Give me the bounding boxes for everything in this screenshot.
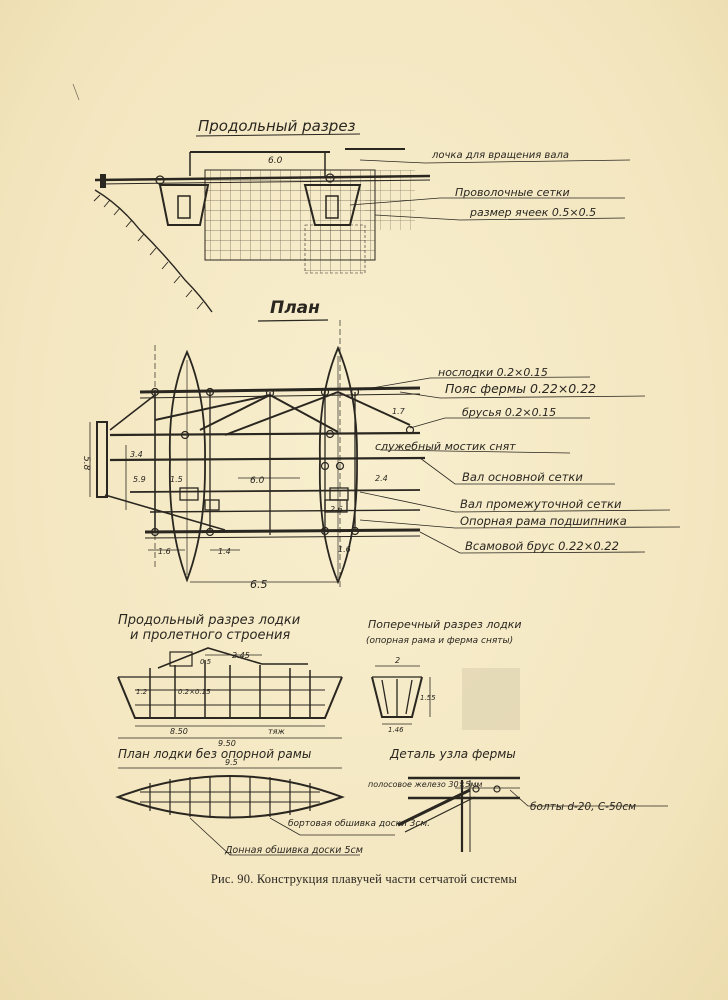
- label-main-net-shaft: Вал основной сетки: [462, 470, 583, 484]
- dim-1-7: 1.7: [392, 407, 406, 416]
- dim-1-2: 1.2: [136, 688, 148, 696]
- wire-mesh-net-lower: [304, 224, 366, 274]
- boat-plan-left: [168, 349, 206, 583]
- dim-1-6b: 1.6: [338, 545, 351, 554]
- label-service-bridge: служебный мостик снят: [375, 440, 516, 453]
- label-bearing-frame: Опорная рама подшипника: [460, 514, 627, 528]
- dim-2-45: 2.45: [232, 651, 250, 660]
- label-intermediate-net-shaft: Вал промежуточной сетки: [460, 497, 622, 511]
- title-boat-section-2: и пролетного строения: [130, 628, 290, 643]
- dim-8-50: 8.50: [170, 727, 188, 736]
- title-plan: План: [270, 298, 320, 318]
- dim-6-0-top: 6.0: [268, 156, 283, 166]
- label-winch: лочка для вращения вала: [431, 150, 569, 161]
- dim-0-2x0-15: 0.2×0.15: [178, 688, 211, 696]
- label-truss-chord: Пояс фермы 0.22×0.22: [445, 381, 596, 396]
- dim-5-8: 5.8: [81, 456, 91, 471]
- dim-1-6: 1.6: [158, 547, 171, 556]
- boat-details: Продольный разрез лодки и пролетного стр…: [115, 613, 668, 856]
- dim-6-5: 6.5: [250, 578, 268, 591]
- boat-cross-section: [371, 676, 423, 718]
- title-boat-plan: План лодки без опорной рамы: [118, 747, 311, 761]
- dim-1-55: 1.55: [420, 694, 436, 702]
- dim-2-6: 2.6: [330, 505, 343, 514]
- dim-1-5: 1.5: [170, 475, 183, 484]
- dim-0-5: 0.5: [200, 658, 212, 666]
- title-truss-detail: Деталь узла фермы: [389, 747, 516, 761]
- label-cross-beam: Всамовой брус 0.22×0.22: [465, 539, 619, 553]
- dim-2: 2: [395, 656, 400, 665]
- figure-caption: Рис. 90. Конструкция плавучей части сетч…: [210, 872, 518, 886]
- label-bolts: болты d-20, С-50см: [530, 801, 636, 813]
- dim-9-50: 9.50: [218, 739, 236, 748]
- dim-1-4: 1.4: [218, 547, 231, 556]
- boat-left: [158, 184, 210, 226]
- dim-3-4: 3.4: [130, 450, 143, 459]
- title-boat-section: Продольный разрез лодки: [118, 613, 300, 628]
- truss-chord-top: [139, 386, 421, 394]
- label-boats: нослодки 0.2×0.15: [438, 366, 548, 379]
- faded-stamp: [462, 668, 520, 730]
- label-wire-nets: Проволочные сетки: [455, 186, 570, 199]
- title-longitudinal-section: Продольный разрез: [198, 117, 356, 135]
- longitudinal-section: Продольный разрез 6.0 лочка для вращения…: [93, 117, 631, 313]
- plan-view: План: [81, 298, 681, 591]
- label-stringer: тяж: [268, 727, 285, 736]
- title-cross-section: Поперечный разрез лодки: [368, 618, 522, 631]
- label-side-planks: бортовая обшивка доски 3см.: [288, 819, 430, 829]
- label-strips: полосовое железо 30×5мм: [368, 780, 482, 789]
- dim-1-46: 1.46: [388, 726, 404, 734]
- dim-6-0: 6.0: [250, 476, 265, 486]
- label-beams: брусья 0.2×0.15: [462, 406, 556, 419]
- end-frame: [96, 421, 108, 498]
- dim-2-4: 2.4: [375, 474, 388, 483]
- truss-node-detail: [397, 776, 668, 852]
- dim-5-9: 5.9: [133, 475, 146, 484]
- dim-9-5: 9.5: [225, 758, 238, 767]
- boat-right: [303, 184, 362, 226]
- truss-chord-bottom: [144, 528, 421, 534]
- boat-plan-outline: [115, 775, 345, 819]
- label-mesh-size: размер ячеек 0.5×0.5: [469, 206, 596, 219]
- label-bottom-planks: Донная обшивка доски 5см: [224, 845, 363, 856]
- title-cross-section-2: (опорная рама и ферма сняты): [366, 636, 513, 646]
